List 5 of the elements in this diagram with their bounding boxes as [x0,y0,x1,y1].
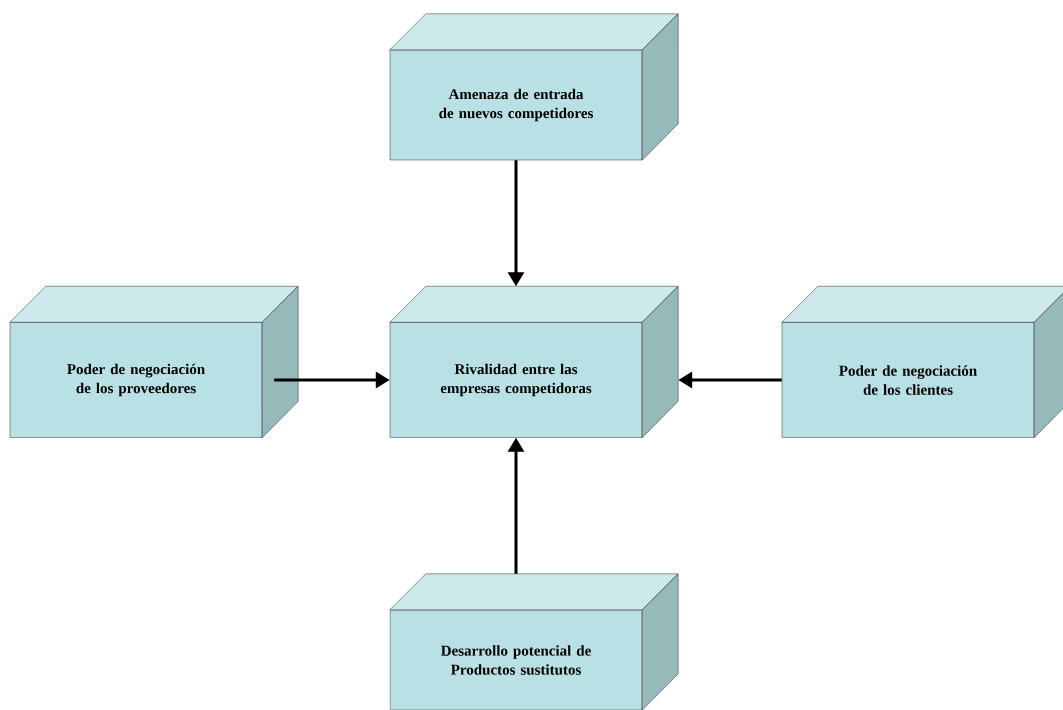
cube-box: Poder de negociación de los proveedores [9,286,299,438]
cube-box: Poder de negociación de los clientes [781,286,1063,438]
cube-box: Amenaza de entrada de nuevos competidores [389,13,679,161]
cube-box: Desarrollo potencial de Productos sustitutos [389,573,679,710]
cube-box: Rivalidad entre las empresas competidoras [389,286,679,438]
